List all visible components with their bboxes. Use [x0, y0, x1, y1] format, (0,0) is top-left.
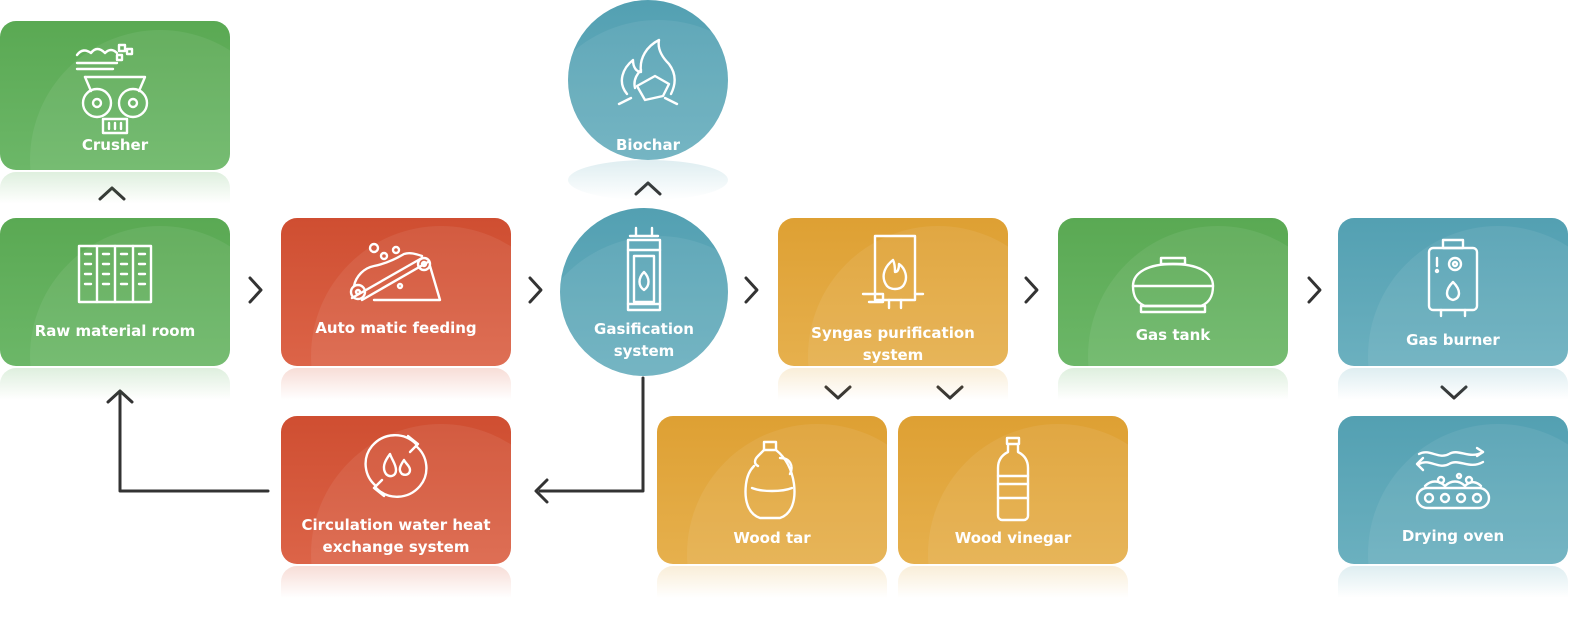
- node-gasification-system: Gasification system: [560, 208, 728, 376]
- node-label: Drying oven: [1401, 527, 1505, 545]
- node-raw-material-room: Raw material room: [0, 218, 230, 366]
- node-label: Biochar: [616, 136, 680, 154]
- gas-tank-icon: [1131, 256, 1215, 316]
- arrow-right-3: [744, 276, 759, 304]
- node-label: Gas tank: [1135, 326, 1211, 344]
- gasifier-icon: [622, 226, 666, 312]
- arrow-down-drying-oven: [1440, 385, 1468, 400]
- node-label: Syngas purification system: [811, 324, 975, 364]
- crusher-icon: [73, 41, 157, 151]
- water-cycle-icon: [358, 426, 434, 506]
- node-label: Auto matic feeding: [315, 319, 477, 337]
- arrow-down-wood-vinegar: [936, 385, 964, 400]
- node-biochar: Biochar: [568, 0, 728, 160]
- fire-coal-icon: [613, 38, 683, 110]
- node-wood-vinegar: Wood vinegar: [898, 416, 1128, 564]
- line-gasification-to-water: [538, 376, 645, 493]
- arrow-up-to-biochar: [634, 181, 662, 196]
- node-drying-oven: Drying oven: [1338, 416, 1568, 564]
- arrow-left-to-water: [534, 478, 549, 504]
- node-automatic-feeding: Auto matic feeding: [281, 218, 511, 366]
- arrow-down-wood-tar: [824, 385, 852, 400]
- storage-racks-icon: [77, 244, 153, 304]
- gas-burner-icon: [1421, 238, 1485, 318]
- node-syngas-purification-system: Syngas purification system: [778, 218, 1008, 366]
- arrow-right-2: [528, 276, 543, 304]
- node-label: Wood vinegar: [954, 529, 1072, 547]
- flame-chamber-icon: [861, 234, 925, 310]
- arrow-right-1: [248, 276, 263, 304]
- arrow-up-to-crusher: [98, 186, 126, 201]
- node-label: Raw material room: [34, 322, 196, 340]
- node-circulation-water-heat-exchange-system: Circulation water heat exchange system: [281, 416, 511, 564]
- jug-icon: [742, 438, 802, 522]
- conveyor-icon: [348, 242, 444, 306]
- line-water-to-raw: [118, 390, 270, 493]
- node-wood-tar: Wood tar: [657, 416, 887, 564]
- arrow-right-5: [1307, 276, 1322, 304]
- node-label: Crusher: [81, 136, 149, 154]
- node-label: Wood tar: [733, 529, 811, 547]
- arrow-right-4: [1024, 276, 1039, 304]
- node-crusher: Crusher: [0, 21, 230, 170]
- node-label: Gasification system: [594, 320, 694, 360]
- node-label: Gas burner: [1406, 331, 1500, 349]
- node-gas-burner: Gas burner: [1338, 218, 1568, 366]
- node-label: Circulation water heat exchange system: [301, 516, 491, 556]
- node-gas-tank: Gas tank: [1058, 218, 1288, 366]
- bottle-icon: [993, 436, 1033, 522]
- arrow-up-to-raw: [106, 389, 134, 404]
- drying-conveyor-icon: [1413, 444, 1493, 514]
